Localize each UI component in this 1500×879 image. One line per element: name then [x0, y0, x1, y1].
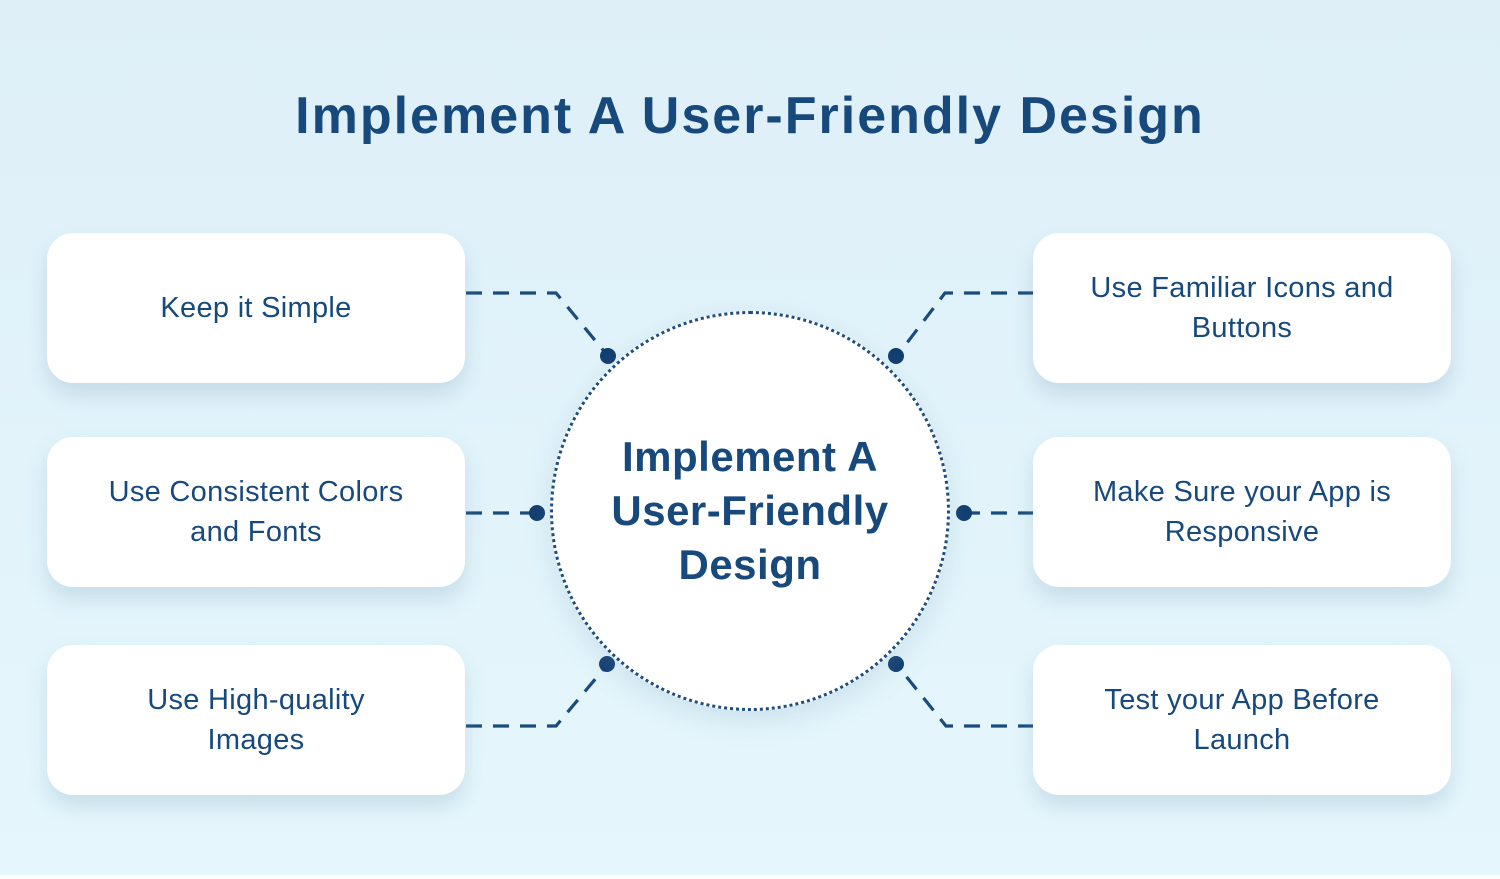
node-card-consistent-colors-fonts: Use Consistent Colors and Fonts — [47, 437, 465, 587]
connection-dot-top-left — [600, 348, 616, 364]
node-card-test-before-launch: Test your App Before Launch — [1033, 645, 1451, 795]
connection-dot-top-right — [888, 348, 904, 364]
bottom-edge-strip — [0, 875, 1500, 879]
node-card-high-quality-images: Use High-quality Images — [47, 645, 465, 795]
node-label: Use Familiar Icons and Buttons — [1090, 271, 1394, 344]
central-topic-label: Implement A User-Friendly Design — [611, 433, 889, 588]
connector-top-right — [895, 291, 1034, 357]
node-label: Use High-quality Images — [147, 683, 365, 756]
node-label: Keep it Simple — [160, 291, 352, 324]
connection-dot-bottom-left — [599, 656, 615, 672]
node-card-familiar-icons-buttons: Use Familiar Icons and Buttons — [1033, 233, 1451, 383]
node-label: Test your App Before Launch — [1104, 683, 1380, 756]
central-topic-circle: Implement A User-Friendly Design — [550, 311, 950, 711]
connection-dot-middle-left — [529, 505, 545, 521]
connection-dot-bottom-right — [888, 656, 904, 672]
connection-dot-middle-right — [956, 505, 972, 521]
node-label: Make Sure your App is Responsive — [1092, 475, 1392, 548]
node-label: Use Consistent Colors and Fonts — [108, 475, 404, 548]
page-title: Implement A User-Friendly Design — [295, 87, 1205, 145]
connector-top-left — [466, 291, 610, 358]
connector-bottom-right — [895, 663, 1034, 728]
connector-bottom-left — [466, 663, 609, 728]
node-card-app-responsive: Make Sure your App is Responsive — [1033, 437, 1451, 587]
node-card-keep-it-simple: Keep it Simple — [47, 233, 465, 383]
